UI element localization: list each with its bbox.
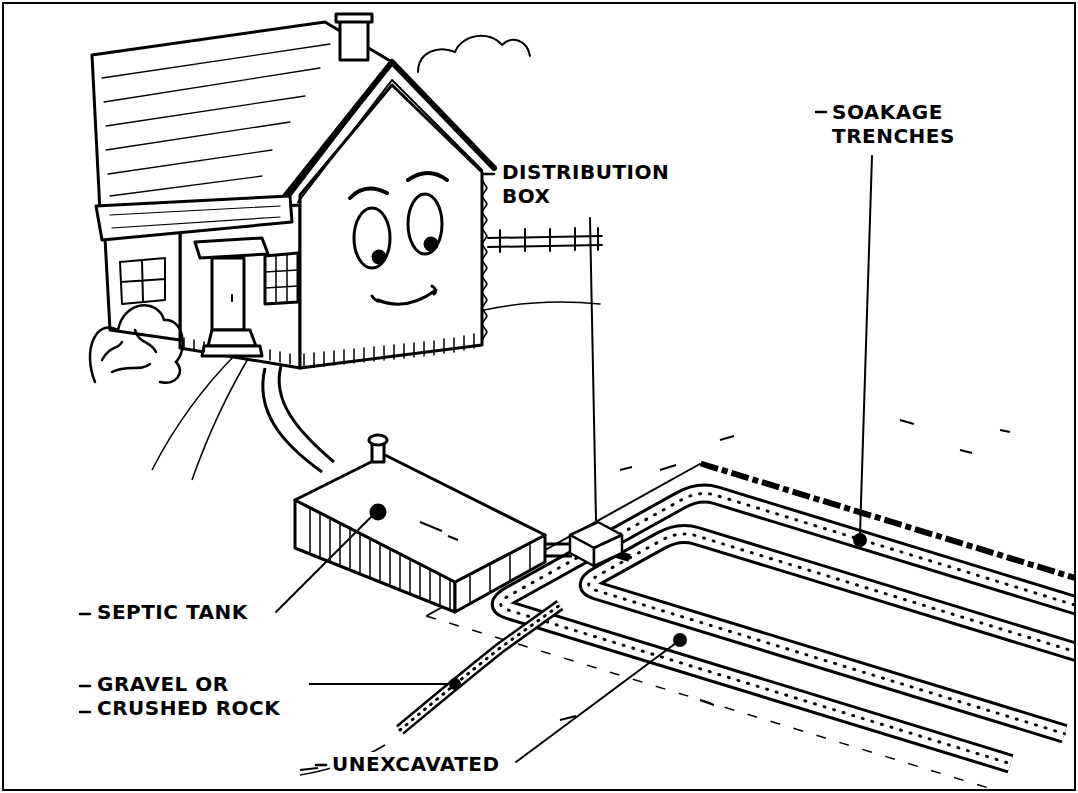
leader-lines-part [80, 112, 826, 765]
house-drawing-part [304, 334, 474, 368]
house-drawing-part [231, 295, 233, 301]
house-drawing-part [96, 196, 292, 240]
septic-tank-part [295, 455, 545, 582]
house-drawing-part [105, 232, 180, 340]
septic-tank [295, 435, 574, 612]
septic-tank-part [371, 505, 385, 519]
soakage-field-part-part [580, 531, 1075, 734]
gravel-bank-part [400, 605, 560, 730]
house-drawing-part [110, 206, 280, 228]
house-drawing-part [350, 173, 447, 198]
gravel-bank-part [400, 605, 560, 730]
septic-tank-part [470, 543, 530, 604]
house-drawing-part [265, 253, 298, 304]
house-drawing-part [212, 258, 244, 330]
house-drawing-part [298, 80, 482, 202]
house-drawing-part [282, 62, 494, 200]
house-drawing-part [265, 254, 298, 303]
house-drawing-part [425, 238, 437, 250]
leader-lines-part [276, 516, 372, 612]
septic-tank-part [369, 435, 387, 445]
part-label: UNEXCAVATED [330, 752, 502, 776]
soakage-field-part-part [580, 531, 1075, 734]
house-drawing-part [373, 251, 385, 263]
septic-tank-part [310, 508, 450, 610]
leader-dots-part [673, 633, 687, 647]
distribution-box-part [594, 535, 622, 566]
house-drawing-part [482, 180, 487, 340]
house-drawing-part [120, 258, 165, 304]
landscape [90, 36, 602, 383]
soakage-field-part-part [580, 531, 1075, 734]
distribution-box-part [570, 535, 594, 566]
landscape-part [500, 228, 598, 252]
soakage-field-part-part [492, 490, 1075, 764]
gravel-bank [300, 605, 560, 775]
leader-lines-part [516, 643, 676, 762]
leader-dots-part [853, 533, 867, 547]
house-drawing-part [208, 330, 256, 346]
soakage-field-part-part [492, 490, 1075, 764]
leader-lines-part [860, 156, 872, 534]
part-label: SOAKAGE TRENCHES [830, 100, 994, 148]
landscape-part [488, 236, 602, 247]
house-drawing-part [336, 14, 372, 22]
house-drawing-part [354, 208, 390, 268]
gravel-bank-part [400, 605, 560, 730]
septic-tank-part [420, 522, 458, 540]
part-label: DISTRIBUTION BOX [500, 160, 694, 208]
house-drawing-part [102, 44, 330, 196]
leader-lines-part [590, 218, 596, 520]
house-drawing-part [408, 194, 442, 254]
soakage-field-part-part [492, 490, 1075, 764]
sewer-pipe-part [279, 366, 334, 462]
leader-lines [80, 112, 872, 765]
house-drawing-part [340, 20, 368, 60]
sewer-pipe-part [192, 352, 252, 480]
house-drawing-part [202, 346, 262, 356]
leader-dots [449, 533, 867, 690]
landscape-part [102, 330, 156, 372]
house-drawing-part [195, 238, 268, 258]
house-drawing-part [184, 338, 290, 364]
landscape-part [418, 36, 530, 72]
frame [3, 3, 1075, 790]
sewer-pipe-part [152, 352, 238, 470]
part-label: SEPTIC TANK [95, 600, 250, 624]
house-drawing-part [372, 286, 436, 304]
landscape-part [90, 305, 183, 382]
distribution-box [570, 522, 622, 566]
part-label: GRAVEL OR CRUSHED ROCK [95, 672, 309, 720]
house-drawing [92, 14, 494, 368]
landscape-part [484, 302, 600, 310]
leader-dots-part [449, 678, 461, 690]
